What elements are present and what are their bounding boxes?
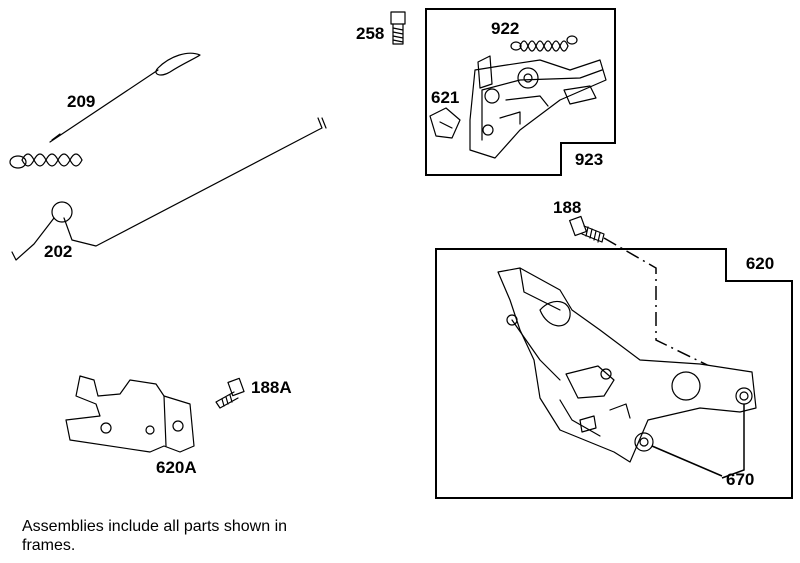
- callout-670: 670: [726, 470, 755, 489]
- callout-923: 923: [574, 150, 604, 169]
- callout-209: 209: [67, 92, 96, 111]
- callout-258: 258: [356, 24, 385, 43]
- assemblies-note: Assemblies include all parts shown in fr…: [22, 518, 288, 554]
- callout-188: 188: [553, 198, 582, 217]
- bracket-620a: [65, 375, 195, 453]
- callout-188a: 188A: [251, 378, 292, 397]
- wire-209: [9, 52, 201, 169]
- assembly-923: [429, 55, 607, 159]
- screw-258: [390, 11, 406, 45]
- rod-202: [11, 117, 327, 261]
- callout-620: 620: [745, 254, 775, 273]
- callout-202: 202: [44, 242, 73, 261]
- callout-620a: 620A: [156, 458, 197, 477]
- screw-188a: [215, 377, 245, 409]
- frame-620: [435, 248, 793, 499]
- frame-620-tag: 620: [725, 248, 793, 282]
- frame-923-tag: 923: [560, 142, 616, 176]
- screw-188: [569, 215, 605, 243]
- spring-922: [510, 35, 578, 52]
- callout-621: 621: [431, 88, 460, 107]
- assembly-620: [497, 267, 757, 463]
- frame-923: [425, 8, 616, 176]
- callout-922: 922: [491, 19, 520, 38]
